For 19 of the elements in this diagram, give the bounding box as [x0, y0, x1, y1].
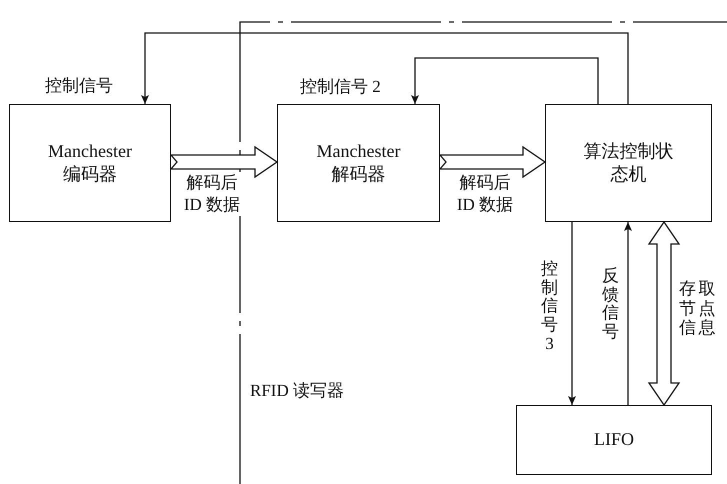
node-label: 算法控制状态机: [582, 140, 674, 186]
encoder-box: [9, 104, 171, 222]
hollow-arrow: [648, 220, 680, 406]
arrow: [568, 222, 576, 405]
node-label: Manchester 解码器: [316, 140, 402, 186]
arrow: [411, 57, 599, 104]
arrow: [141, 32, 629, 104]
hollow-arrow: [170, 146, 278, 178]
edge-label: 存取节点信息: [679, 279, 718, 338]
edge-label: 控制信号3: [541, 260, 558, 354]
arrow: [624, 222, 632, 405]
node-label: Manchester 编码器: [47, 140, 133, 186]
edge-label: 反馈信号: [602, 267, 619, 342]
edge-label: 解码后 ID 数据: [183, 172, 241, 216]
decoder-box: [277, 104, 440, 222]
hollow-arrow: [438, 146, 546, 178]
node-label: LIFO: [593, 428, 635, 452]
lifo-box: [516, 405, 712, 475]
state-machine-box: [545, 104, 712, 222]
